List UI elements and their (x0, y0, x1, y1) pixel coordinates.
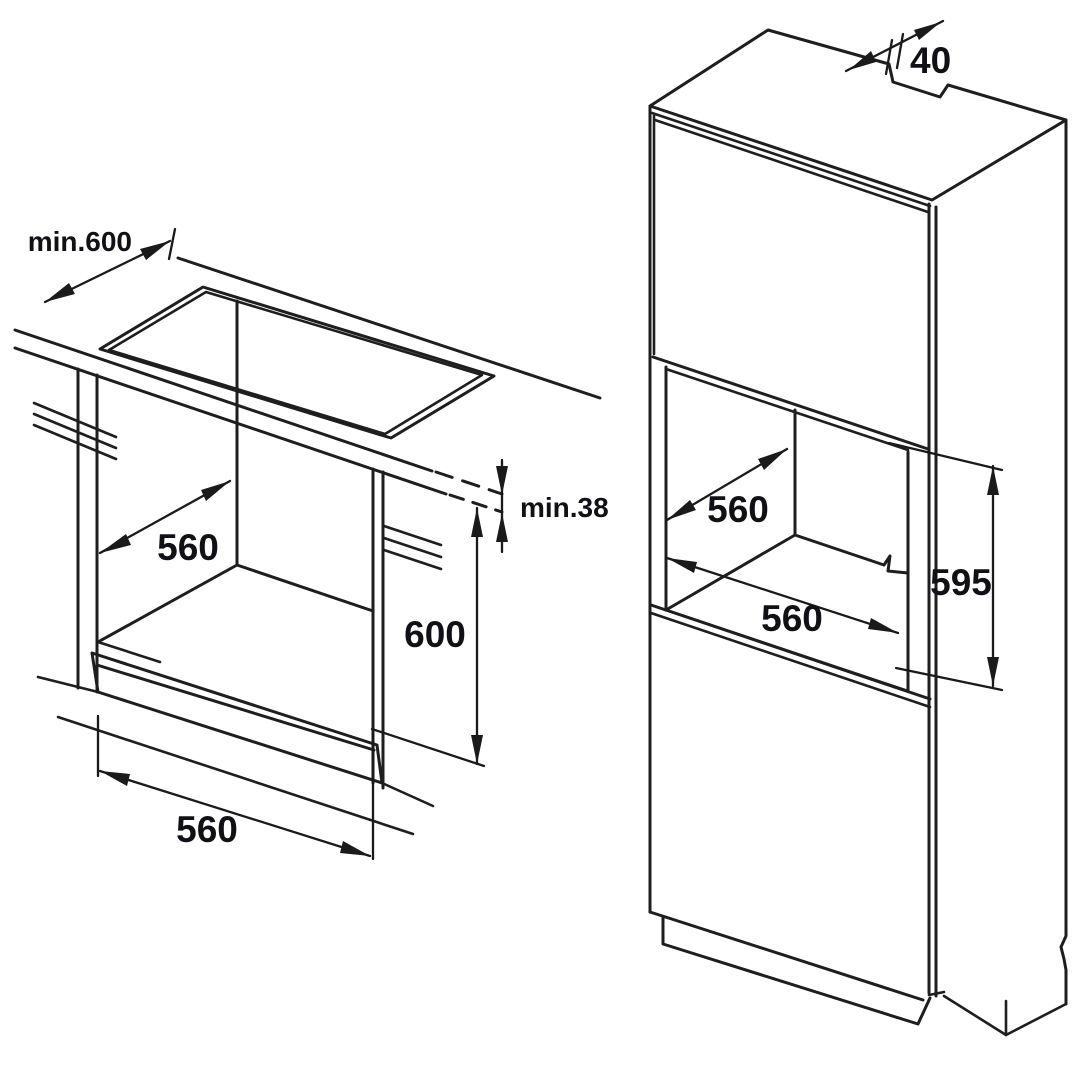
worktop-cutout-outer (98, 285, 496, 440)
worktop-front-edge-bottom-dashed (448, 493, 504, 514)
dim-line (665, 556, 900, 635)
right-view-tall-cabinet: 40 560 560 595 (648, 19, 1068, 1037)
dim-label-niche-height-right: 595 (930, 562, 992, 603)
dim-label-vent-gap: 40 (910, 40, 951, 81)
left-view-underworktop: min.600 560 min.38 600 (13, 226, 609, 861)
worktop-back-edge (176, 256, 602, 400)
dim-label-niche-width-bottom: 560 (176, 809, 238, 850)
extension-ticks (884, 32, 905, 76)
dim-worktop-depth: min.600 (28, 226, 177, 304)
dim-label-niche-width: 560 (761, 598, 823, 639)
lower-door-top-edge (649, 603, 932, 701)
lower-door-top-reveal (649, 611, 932, 709)
dim-niche-width-top: 560 (98, 479, 232, 568)
dim-niche-width-bottom: 560 (96, 714, 375, 861)
base-line-left (36, 675, 100, 694)
extension-line (370, 727, 486, 768)
worktop-front-edge-top (13, 328, 434, 473)
arrowhead (201, 481, 230, 501)
dim-worktop-thickness: min.38 (496, 458, 609, 554)
upper-door-bottom-edge (651, 355, 930, 451)
arrowhead (100, 771, 130, 786)
niche-floor-left-edge (664, 533, 797, 612)
top-surface-outline (648, 28, 1068, 202)
back-right-edge (1059, 118, 1068, 1006)
ground-edge-right (942, 994, 1068, 1037)
arrowhead (667, 500, 696, 520)
arrowhead (471, 508, 483, 537)
worktop (13, 256, 602, 514)
dim-niche-height-right: 595 (887, 441, 1004, 692)
dim-label-niche-depth: 560 (707, 489, 769, 530)
arrowhead (667, 558, 697, 573)
dim-line (98, 769, 372, 858)
dim-niche-height: 600 (370, 506, 486, 768)
niche-top-inner-edge (664, 367, 910, 452)
arrowhead (987, 657, 999, 686)
arrowhead (496, 466, 508, 495)
arrowhead (340, 841, 370, 856)
extension-line (96, 714, 375, 861)
niche-floor-left-edge (96, 563, 239, 644)
dim-label-niche-width-top: 560 (157, 527, 219, 568)
niche-floor-back-edge (793, 533, 910, 575)
arrowhead (100, 534, 131, 553)
lower-door-bottom-edge (648, 910, 925, 1002)
arrowhead (758, 449, 787, 470)
ground-line (56, 715, 415, 836)
plinth-board (90, 651, 384, 785)
foot-tick (927, 990, 946, 997)
tall-cabinet-body (648, 28, 1068, 1037)
dim-label-niche-height: 600 (404, 614, 466, 655)
wall-hatch-left (32, 401, 118, 461)
dim-niche-depth: 560 (665, 447, 789, 530)
arrowhead (987, 466, 999, 495)
top-front-edge-reveal (650, 111, 932, 214)
dim-niche-width: 560 (665, 556, 900, 639)
niche-floor-front-edge (96, 640, 162, 664)
arrowhead (868, 618, 898, 633)
base-line-right (380, 781, 435, 808)
dim-label-worktop-depth: min.600 (28, 226, 132, 257)
plinth-recess (661, 915, 932, 1026)
arrowhead (471, 735, 483, 764)
base-cabinet (32, 299, 443, 836)
dim-rear-vent-gap: 40 (844, 19, 951, 81)
worktop-cutout-inner (107, 290, 484, 436)
worktop-front-edge-top-dashed (434, 470, 504, 496)
arrowhead (849, 51, 876, 70)
arrowhead (45, 283, 75, 302)
extension-line (887, 441, 1004, 692)
arrowhead (914, 22, 941, 40)
arrowhead (140, 241, 170, 260)
dim-label-worktop-thickness: min.38 (520, 492, 609, 523)
niche-floor-back-edge (235, 563, 375, 613)
wall-hatch-right (382, 524, 443, 571)
arrowhead (496, 513, 508, 542)
